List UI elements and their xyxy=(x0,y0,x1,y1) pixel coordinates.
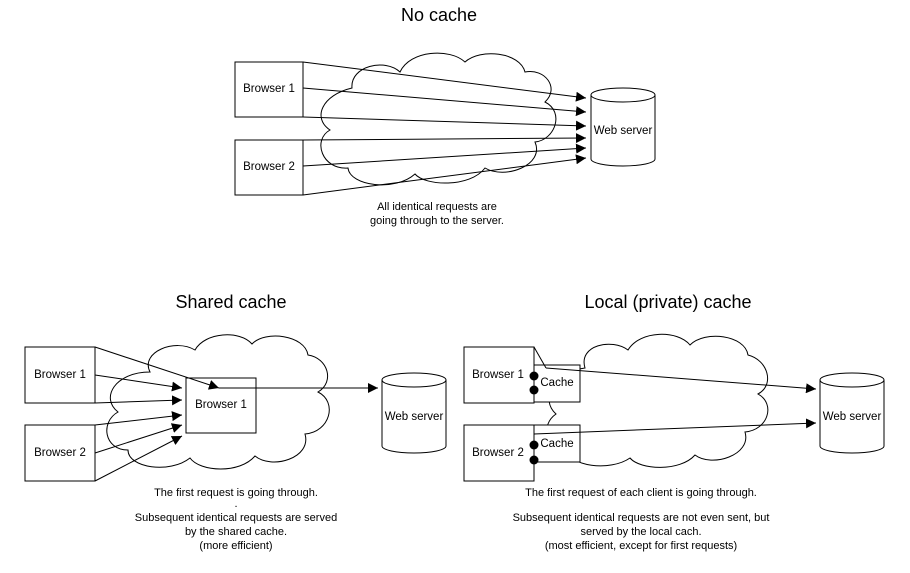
caption-line: going through to the server. xyxy=(370,215,504,227)
local-cache-section xyxy=(463,333,885,482)
request-arrow xyxy=(302,143,587,167)
caption-line xyxy=(513,500,770,511)
connector-dot xyxy=(529,455,539,465)
request-arrow xyxy=(302,61,587,102)
browser-2-box xyxy=(463,424,535,482)
caption-line: Subsequent identical requests are not ev… xyxy=(512,512,770,524)
request-arrow xyxy=(94,423,183,454)
cache-1-label: Cache xyxy=(540,377,574,389)
request-arrow xyxy=(94,395,183,406)
connector-line xyxy=(533,346,547,369)
shared-cache-caption: The first request is going through. . Su… xyxy=(135,486,337,553)
shared-cache-section xyxy=(24,334,447,482)
request-arrow xyxy=(533,418,817,435)
browser-1-label: Browser 1 xyxy=(472,369,524,381)
local-cache-caption: The first request of each client is goin… xyxy=(513,486,770,553)
cache-1-box xyxy=(533,364,581,403)
internet-cloud xyxy=(320,52,557,186)
browser-1-label: Browser 1 xyxy=(34,369,86,381)
local-cache-title: Local (private) cache xyxy=(584,292,752,312)
cache-2-label: Cache xyxy=(540,438,574,450)
request-arrow xyxy=(302,87,587,117)
browser-2-label: Browser 2 xyxy=(34,447,86,459)
request-arrows xyxy=(533,346,817,435)
request-arrow xyxy=(302,133,587,144)
no-cache-section xyxy=(234,52,656,196)
caption-line: . xyxy=(234,498,238,510)
request-arrow xyxy=(302,116,587,131)
web-server-cylinder xyxy=(590,87,656,167)
browser-2-label: Browser 2 xyxy=(472,447,524,459)
caption-line: The first request is going through. xyxy=(154,487,318,499)
web-server-label: Web server xyxy=(384,411,444,423)
caption-line: (most efficient, except for first reques… xyxy=(544,540,738,552)
browser-2-box xyxy=(234,139,304,196)
browser-2-label: Browser 2 xyxy=(243,161,295,173)
connector-dot xyxy=(529,371,539,381)
request-arrow xyxy=(94,374,183,392)
request-arrow xyxy=(94,346,220,390)
caption-line: Subsequent identical requests are served xyxy=(134,512,338,524)
web-server-label: Web server xyxy=(593,125,653,137)
shared-proxy-label: Browser 1 xyxy=(195,399,247,411)
request-arrows xyxy=(94,346,378,482)
browser-1-box xyxy=(24,346,96,404)
no-cache-caption: All identical requests are going through… xyxy=(370,200,504,228)
request-arrow xyxy=(545,367,817,394)
request-arrows xyxy=(302,61,587,196)
caption-line: by the shared cache. xyxy=(184,526,288,538)
web-server-label: Web server xyxy=(822,411,882,423)
no-cache-title: No cache xyxy=(400,5,478,25)
browser-1-box xyxy=(234,61,304,118)
shared-cache-title: Shared cache xyxy=(175,292,287,312)
request-arrow xyxy=(302,154,587,196)
web-server-cylinder xyxy=(819,372,885,454)
caption-line: (more efficient) xyxy=(199,540,273,552)
connector-dot xyxy=(529,385,539,395)
caption-line: All identical requests are xyxy=(377,201,497,213)
connector-dot xyxy=(529,440,539,450)
caption-line: The first request of each client is goin… xyxy=(525,487,757,499)
web-server-cylinder xyxy=(381,372,447,454)
request-arrow xyxy=(94,435,183,482)
caption-line: served by the local cach. xyxy=(580,526,702,538)
browser-1-box xyxy=(463,346,535,404)
request-arrow xyxy=(94,411,183,426)
browser-1-label: Browser 1 xyxy=(243,83,295,95)
shared-proxy-box xyxy=(185,377,257,434)
